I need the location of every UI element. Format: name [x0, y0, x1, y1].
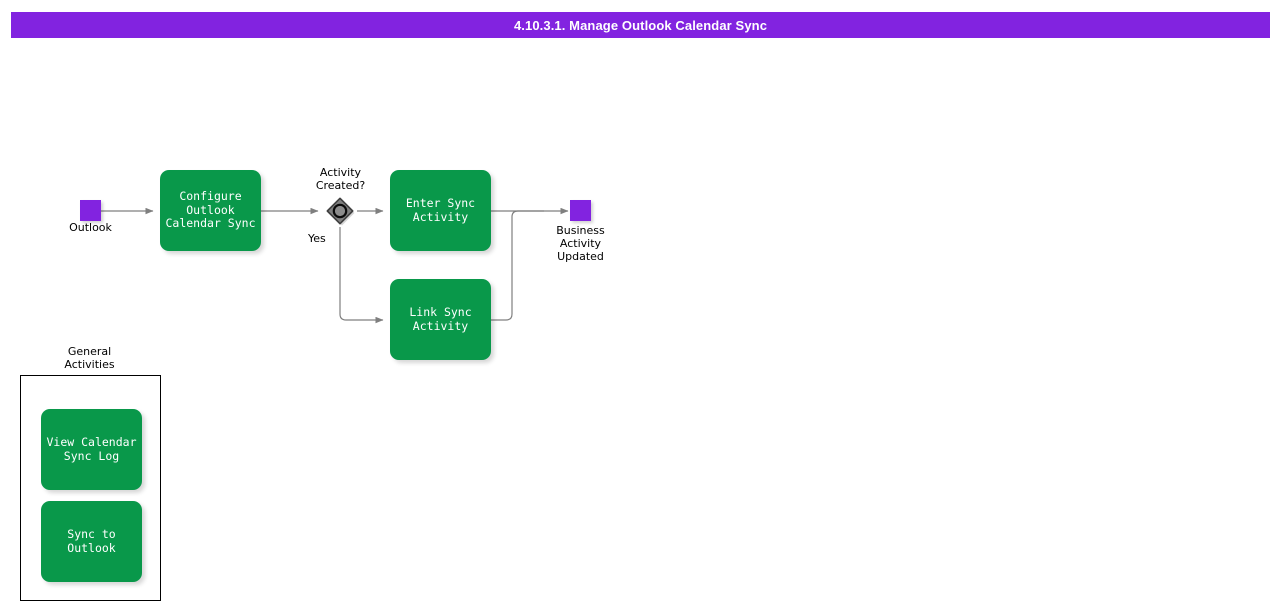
page-title: 4.10.3.1. Manage Outlook Calendar Sync	[513, 17, 768, 33]
task-enter-sync-activity[interactable]: Enter Sync Activity	[390, 170, 491, 251]
start-event-outlook[interactable]	[80, 200, 101, 221]
end-event-business-activity-updated[interactable]	[570, 200, 591, 221]
end-event-business-activity-updated-label: Business Activity Updated	[556, 224, 605, 263]
group-general-activities-title: General Activities	[64, 345, 115, 371]
task-link-sync-activity-label: Link Sync Activity	[409, 305, 472, 333]
task-sync-to-outlook[interactable]: Sync to Outlook	[41, 501, 142, 582]
page-title-bar: 4.10.3.1. Manage Outlook Calendar Sync	[11, 12, 1270, 38]
task-enter-sync-activity-label: Enter Sync Activity	[405, 196, 476, 224]
task-link-sync-activity[interactable]: Link Sync Activity	[390, 279, 491, 360]
task-configure-outlook-calendar-sync-label: Configure Outlook Calendar Sync	[165, 189, 256, 231]
task-view-calendar-sync-log[interactable]: View Calendar Sync Log	[41, 409, 142, 490]
flow-label-yes: Yes	[308, 232, 326, 245]
gateway-activity-created[interactable]	[325, 196, 355, 226]
start-event-outlook-label: Outlook	[69, 221, 112, 234]
gateway-activity-created-label: Activity Created?	[315, 166, 366, 192]
task-view-calendar-sync-log-label: View Calendar Sync Log	[46, 435, 137, 463]
task-configure-outlook-calendar-sync[interactable]: Configure Outlook Calendar Sync	[160, 170, 261, 251]
task-sync-to-outlook-label: Sync to Outlook	[67, 527, 116, 555]
flow-gateway-yes-to-link-sync	[339, 227, 384, 324]
group-general-activities: View Calendar Sync Log Sync to Outlook	[20, 375, 161, 601]
